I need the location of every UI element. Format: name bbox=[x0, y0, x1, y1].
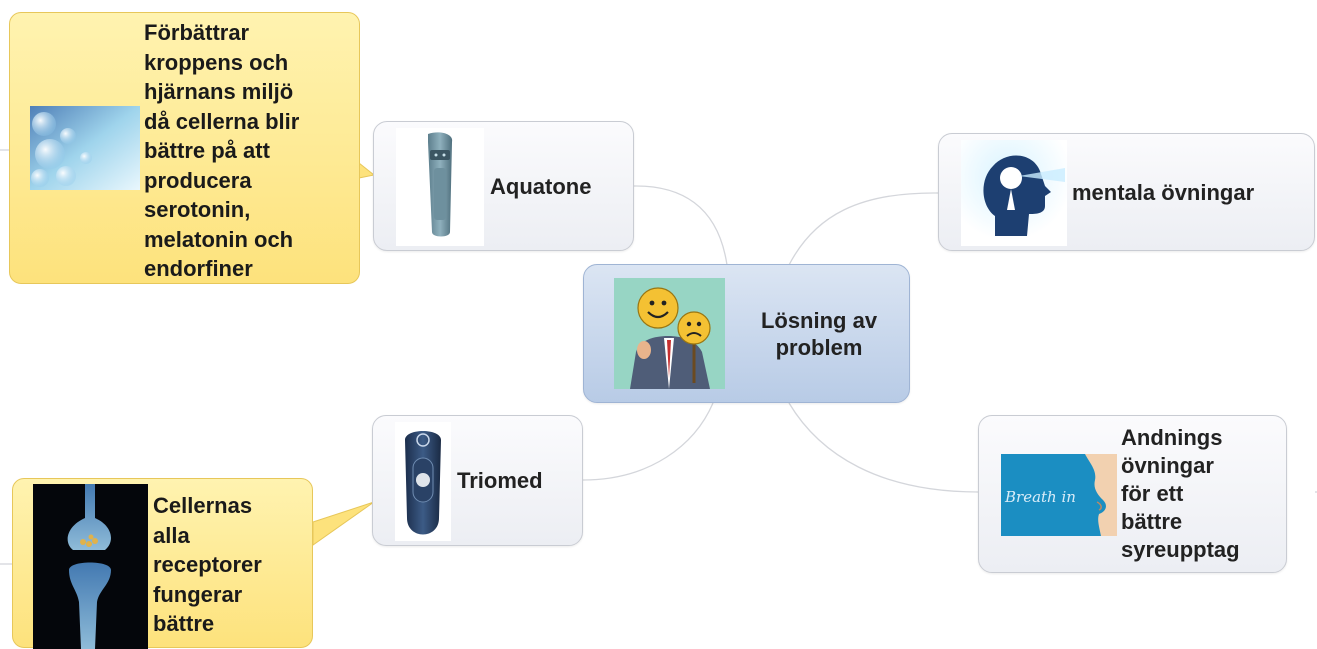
nose-breath-icon: Breath in bbox=[1001, 454, 1117, 536]
remote-device-icon bbox=[396, 128, 484, 246]
head-silhouette-icon bbox=[961, 140, 1067, 246]
node-triomed-label: Triomed bbox=[457, 468, 543, 493]
node-mentala-ovningar[interactable]: mentala övningar bbox=[938, 133, 1315, 251]
callout-pointer-triomed bbox=[312, 501, 375, 546]
node-aquatone[interactable]: Aquatone bbox=[373, 121, 634, 251]
central-topic[interactable]: Lösning av problem bbox=[583, 264, 910, 403]
triomed-device-icon bbox=[395, 422, 451, 541]
central-topic-label: Lösning av problem bbox=[760, 308, 878, 360]
link-mentala bbox=[788, 192, 939, 266]
note-triomed-text: Cellernas alla receptorer fungerar bättr… bbox=[153, 493, 262, 636]
node-andnings-ovningar-label: Andnings övningar för ett bättre syreupp… bbox=[1121, 425, 1240, 562]
note-triomed[interactable]: Cellernas alla receptorer fungerar bättr… bbox=[12, 478, 313, 649]
note-aquatone-text: Förbättrar kroppens och hjärnans miljö d… bbox=[144, 20, 300, 281]
svg-text:Breath in: Breath in bbox=[1004, 488, 1076, 506]
node-mentala-ovningar-label: mentala övningar bbox=[1072, 180, 1255, 205]
node-andnings-ovningar[interactable]: Breath in Andnings övningar för ett bätt… bbox=[978, 415, 1287, 573]
node-aquatone-label: Aquatone bbox=[490, 174, 592, 199]
callout-pointer-aquatone bbox=[358, 161, 376, 179]
cells-icon bbox=[30, 106, 140, 190]
link-andnings bbox=[788, 402, 979, 493]
synapse-icon bbox=[33, 484, 148, 649]
link-aquatone bbox=[632, 185, 728, 266]
note-aquatone[interactable]: Förbättrar kroppens och hjärnans miljö d… bbox=[9, 12, 360, 284]
node-triomed[interactable]: Triomed bbox=[372, 415, 583, 546]
link-triomed bbox=[582, 402, 714, 481]
smiley-masks-icon bbox=[614, 278, 725, 389]
